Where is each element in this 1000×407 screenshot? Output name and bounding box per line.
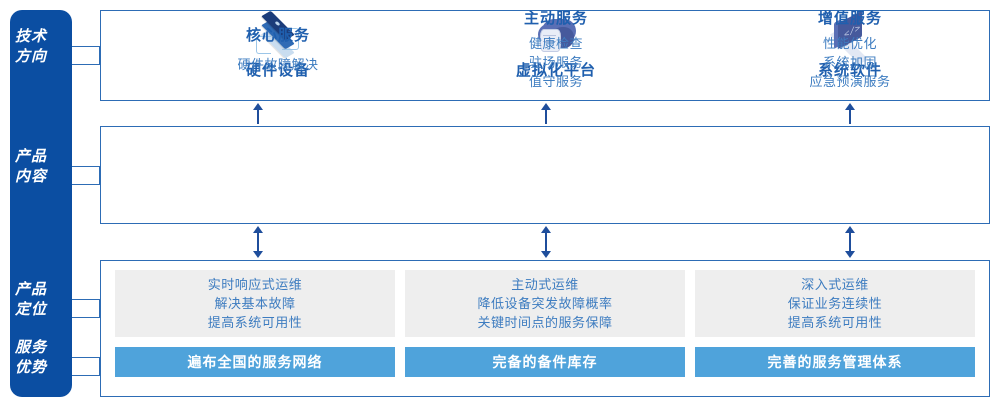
server-stack-icon bbox=[250, 10, 306, 59]
content-title-value-added: 增值服务 bbox=[817, 10, 882, 27]
position-box-deep: 深入式运维 保证业务连续性 提高系统可用性 bbox=[695, 270, 975, 337]
connector-advantage-bottom bbox=[72, 375, 100, 376]
content-item: 健康检查 bbox=[528, 36, 583, 51]
content-column-core: 核心服务 硬件故障解决 bbox=[150, 0, 406, 98]
sidebar-label-line1: 产品 bbox=[14, 148, 47, 165]
content-item: 应急预演服务 bbox=[809, 74, 891, 89]
position-line: 降低设备突发故障概率 bbox=[477, 296, 613, 311]
connector-position-top bbox=[72, 299, 100, 300]
advantage-bar-spare-parts[interactable]: 完备的备件库存 bbox=[405, 347, 685, 377]
arrow-bidirectional-value-added bbox=[840, 226, 860, 258]
position-line: 保证业务连续性 bbox=[787, 296, 883, 311]
arrow-up-hardware bbox=[248, 103, 268, 124]
tech-title-software: 系统软件 bbox=[817, 62, 882, 79]
position-line: 深入式运维 bbox=[801, 277, 869, 292]
position-advantage-panel: 实时响应式运维 解决基本故障 提高系统可用性 主动式运维 降低设备突发故障概率 … bbox=[100, 260, 990, 397]
position-line: 解决基本故障 bbox=[214, 296, 296, 311]
arrow-bidirectional-proactive bbox=[536, 226, 556, 258]
sidebar-label-line2: 内容 bbox=[14, 168, 47, 185]
sidebar-item-product-content: 产品 内容 bbox=[0, 147, 62, 187]
product-content-panel bbox=[100, 126, 990, 224]
sidebar-label-line2: 定位 bbox=[14, 301, 47, 318]
position-box-proactive: 主动式运维 降低设备突发故障概率 关键时间点的服务保障 bbox=[405, 270, 685, 337]
content-column-value-added: 增值服务 性能优化 系统加固 应急预演服务 bbox=[722, 0, 978, 98]
advantage-bar-label: 完善的服务管理体系 bbox=[767, 354, 903, 370]
content-title-core: 核心服务 bbox=[245, 27, 310, 44]
tech-column-software: </> 系统软件 bbox=[722, 0, 978, 91]
advantage-bar-network[interactable]: 遍布全国的服务网络 bbox=[115, 347, 395, 377]
position-line: 实时响应式运维 bbox=[207, 277, 303, 292]
content-item: 性能优化 bbox=[822, 36, 877, 51]
connector-content-bottom bbox=[72, 184, 100, 185]
connector-tech-vert bbox=[99, 46, 100, 65]
sidebar-label-line1: 技术 bbox=[14, 28, 47, 45]
sidebar-label-line2: 方向 bbox=[14, 48, 47, 65]
arrow-up-software bbox=[840, 103, 860, 124]
position-box-realtime: 实时响应式运维 解决基本故障 提高系统可用性 bbox=[115, 270, 395, 337]
advantage-bar-label: 完备的备件库存 bbox=[492, 354, 598, 370]
sidebar-item-product-position: 产品 定位 bbox=[0, 280, 62, 320]
connector-content-top bbox=[72, 166, 100, 167]
content-title-proactive: 主动服务 bbox=[523, 10, 588, 27]
connector-position-vert bbox=[99, 299, 100, 318]
connector-position-bottom bbox=[72, 317, 100, 318]
connector-tech-top bbox=[72, 46, 100, 47]
connector-tech-bottom bbox=[72, 64, 100, 65]
position-line: 主动式运维 bbox=[511, 277, 579, 292]
content-item: 驻场服务 bbox=[528, 55, 583, 70]
advantage-bar-label: 遍布全国的服务网络 bbox=[187, 354, 323, 370]
tech-column-virtualization: 虚拟化平台 bbox=[428, 0, 684, 91]
tech-title-virtualization: 虚拟化平台 bbox=[515, 62, 596, 79]
tech-column-hardware: 硬件设备 bbox=[150, 0, 406, 91]
sidebar-item-tech-direction: 技术 方向 bbox=[0, 27, 62, 67]
content-item: 系统加固 bbox=[822, 55, 877, 70]
content-column-proactive: 主动服务 健康检查 驻场服务 值守服务 bbox=[428, 0, 684, 98]
content-item: 硬件故障解决 bbox=[237, 57, 319, 72]
tech-title-hardware: 硬件设备 bbox=[245, 62, 310, 79]
sidebar-label-line1: 服务 bbox=[14, 339, 47, 356]
sidebar-label-line2: 优势 bbox=[14, 359, 47, 376]
position-line: 关键时间点的服务保障 bbox=[477, 315, 613, 330]
advantage-bar-management[interactable]: 完善的服务管理体系 bbox=[695, 347, 975, 377]
position-line: 提高系统可用性 bbox=[207, 315, 303, 330]
connector-advantage-top bbox=[72, 357, 100, 358]
position-line: 提高系统可用性 bbox=[787, 315, 883, 330]
category-sidebar bbox=[10, 10, 72, 397]
connector-advantage-vert bbox=[99, 357, 100, 376]
cloud-database-icon bbox=[528, 11, 584, 57]
arrow-bidirectional-core bbox=[248, 226, 268, 258]
content-item: 值守服务 bbox=[528, 74, 583, 89]
sidebar-item-service-advantage: 服务 优势 bbox=[0, 338, 62, 378]
sidebar-label-line1: 产品 bbox=[14, 281, 47, 298]
connector-content-vert bbox=[99, 166, 100, 185]
arrow-up-virtualization bbox=[536, 103, 556, 124]
